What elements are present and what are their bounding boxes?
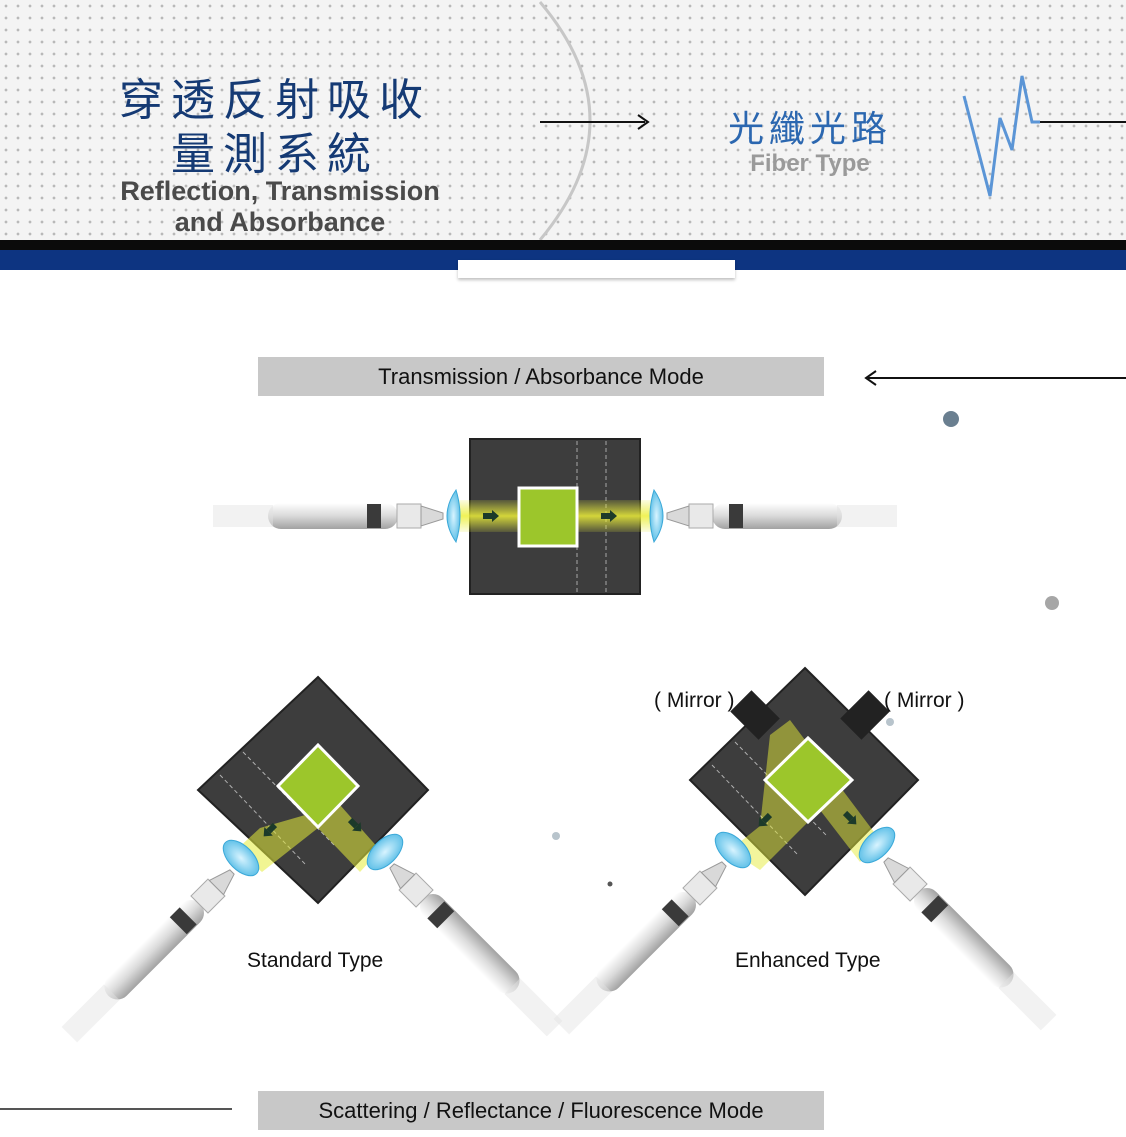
right-probe	[666, 502, 898, 530]
mirror-left-label: ( Mirror )	[654, 689, 735, 712]
mirror-right-label: ( Mirror )	[884, 689, 965, 712]
right-lens	[649, 489, 664, 543]
title-english-line1: Reflection, Transmission	[120, 176, 440, 206]
standard-type-diagram	[59, 675, 565, 1045]
mirror-right	[840, 690, 890, 740]
title-chinese: 穿透反射吸收 量測系統	[90, 74, 460, 182]
header-decor	[538, 1, 1126, 240]
scattering-mode-bar: Scattering / Reflectance / Fluorescence …	[258, 1091, 824, 1130]
arrow-left-icon	[864, 370, 1126, 386]
left-probe	[212, 502, 444, 530]
title-english-line2: and Absorbance	[174, 207, 386, 237]
title-chinese-line2: 量測系統	[171, 129, 379, 180]
decor-dot	[552, 832, 560, 840]
header-white-tab	[458, 260, 735, 278]
fiber-type-english: Fiber Type	[750, 150, 870, 177]
decor-dot	[1045, 596, 1059, 610]
decor-dot	[607, 881, 613, 887]
wave-signal-icon	[962, 75, 1040, 197]
title-chinese-line1: 穿透反射吸收	[119, 75, 431, 126]
header-arc	[538, 1, 592, 240]
enhanced-type-diagram	[551, 666, 1059, 1037]
left-lens	[446, 489, 461, 543]
title-english: Reflection, Transmission and Absorbance	[80, 176, 480, 238]
decor-dot	[943, 411, 959, 427]
mirror-left	[730, 690, 780, 740]
standard-type-label: Standard Type	[247, 949, 384, 972]
transmission-holder	[455, 438, 655, 595]
transmission-mode-bar: Transmission / Absorbance Mode	[258, 357, 824, 396]
transmission-sample-cuvette	[517, 486, 579, 548]
fiber-type-chinese: 光纖光路	[727, 109, 892, 150]
arrow-right-icon	[540, 114, 650, 130]
decor-dot	[886, 718, 894, 726]
header-dotted-background	[0, 0, 1126, 240]
header-black-band	[0, 240, 1126, 250]
enhanced-type-label: Enhanced Type	[735, 949, 881, 972]
